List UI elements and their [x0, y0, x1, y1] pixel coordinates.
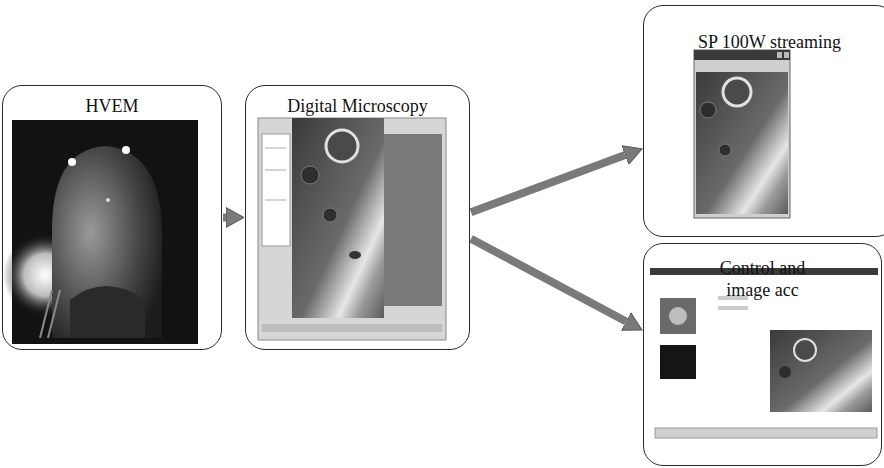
- status-bar: [655, 428, 877, 438]
- stream-image: [696, 72, 788, 214]
- window: [258, 118, 446, 340]
- cell: [349, 251, 361, 259]
- microscope-column: [52, 146, 162, 338]
- flow-arrow: [471, 239, 626, 322]
- panel-line: [265, 200, 286, 201]
- display-area: [384, 134, 442, 306]
- software-screenshot: [258, 118, 446, 340]
- column-base: [70, 286, 145, 338]
- box-title: SP 100W streaming: [644, 32, 884, 54]
- micrograph: [292, 118, 384, 318]
- cell: [723, 78, 751, 106]
- cell: [323, 208, 337, 222]
- panel-line: [265, 170, 286, 171]
- panel-line: [265, 148, 286, 149]
- thumbnail-cell: [669, 307, 687, 325]
- lamp: [106, 198, 110, 202]
- status-bar: [262, 324, 442, 332]
- process-box: Control and image acc: [643, 243, 882, 466]
- phone-screenshot: [694, 50, 790, 218]
- flow-arrow: [471, 155, 625, 212]
- process-box: HVEM: [2, 85, 222, 350]
- cell: [779, 366, 791, 378]
- flow-arrow: [223, 214, 226, 222]
- process-box: SP 100W streaming: [643, 5, 884, 237]
- box-title: HVEM: [3, 96, 221, 118]
- cell: [719, 144, 731, 156]
- cell: [794, 339, 816, 361]
- thumbnail: [660, 298, 696, 334]
- window-button: [784, 52, 789, 58]
- window-button: [777, 52, 782, 58]
- control-row: [718, 306, 748, 310]
- lamp: [122, 146, 130, 154]
- cell: [301, 166, 319, 184]
- lamp: [68, 158, 76, 166]
- ladder: [48, 290, 60, 338]
- phone-window: [694, 50, 790, 218]
- process-box: Digital Microscopy: [245, 85, 470, 350]
- side-panel: [262, 134, 290, 246]
- cell: [326, 130, 358, 162]
- cell: [700, 102, 716, 118]
- thumbnail: [660, 345, 696, 379]
- box-title: Digital Microscopy: [246, 96, 469, 118]
- box-title: Control and image acc: [700, 258, 825, 301]
- acquired-image: [770, 330, 872, 412]
- hvem-photo: [3, 120, 198, 344]
